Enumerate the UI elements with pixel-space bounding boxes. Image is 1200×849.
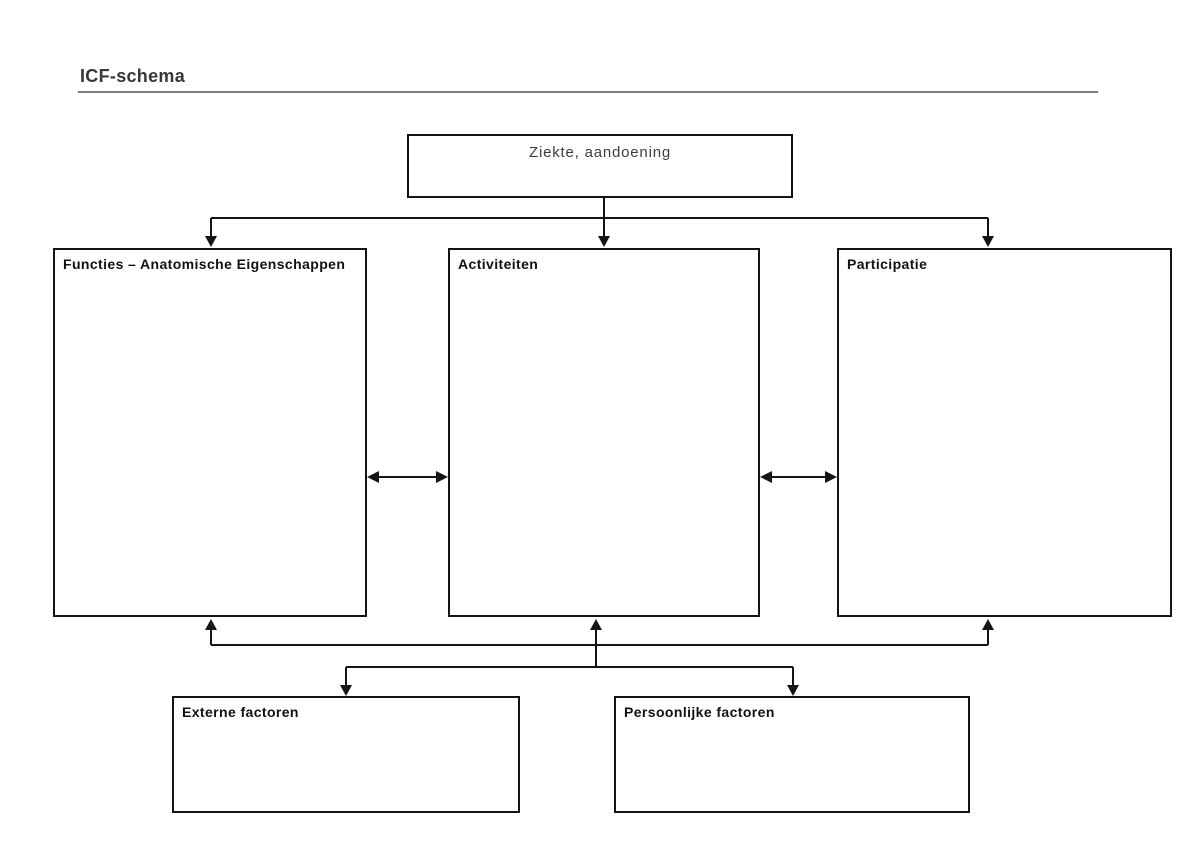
box-participatie-label: Participatie: [847, 256, 928, 272]
box-functies-label: Functies – Anatomische Eigenschappen: [63, 256, 346, 272]
box-activiteiten-label: Activiteiten: [458, 256, 539, 272]
arrow-left-into-functies-icon: [367, 471, 379, 483]
box-activiteiten: Activiteiten: [448, 248, 760, 617]
arrow-down-into-functies-icon: [205, 236, 217, 247]
connector-functies-activiteiten: [367, 471, 448, 483]
arrow-up-into-participatie-icon: [982, 619, 994, 630]
arrow-up-into-functies-icon: [205, 619, 217, 630]
arrow-left-into-activiteiten-icon: [760, 471, 772, 483]
box-functies-anatomische-eigenschappen: Functies – Anatomische Eigenschappen: [53, 248, 367, 617]
box-participatie: Participatie: [837, 248, 1172, 617]
arrow-down-into-persoonlijke-icon: [787, 685, 799, 696]
box-persoonlijke-factoren: Persoonlijke factoren: [614, 696, 970, 813]
box-externe-factoren-label: Externe factoren: [182, 704, 299, 720]
page-title: ICF-schema: [80, 66, 186, 86]
arrow-right-into-activiteiten-icon: [436, 471, 448, 483]
arrow-down-into-externe-icon: [340, 685, 352, 696]
box-externe-factoren: Externe factoren: [172, 696, 520, 813]
connector-activiteiten-participatie: [760, 471, 837, 483]
connector-factoren-to-main: [205, 619, 994, 696]
connector-ziekte-to-main: [205, 198, 994, 247]
arrow-down-into-activiteiten-icon: [598, 236, 610, 247]
title-underline: [78, 91, 1098, 93]
arrow-right-into-participatie-icon: [825, 471, 837, 483]
box-persoonlijke-factoren-label: Persoonlijke factoren: [624, 704, 775, 720]
box-ziekte-aandoening-label: Ziekte, aandoening: [529, 144, 671, 161]
arrow-down-into-participatie-icon: [982, 236, 994, 247]
arrow-up-into-activiteiten-icon: [590, 619, 602, 630]
box-ziekte-aandoening: Ziekte, aandoening: [407, 134, 793, 198]
